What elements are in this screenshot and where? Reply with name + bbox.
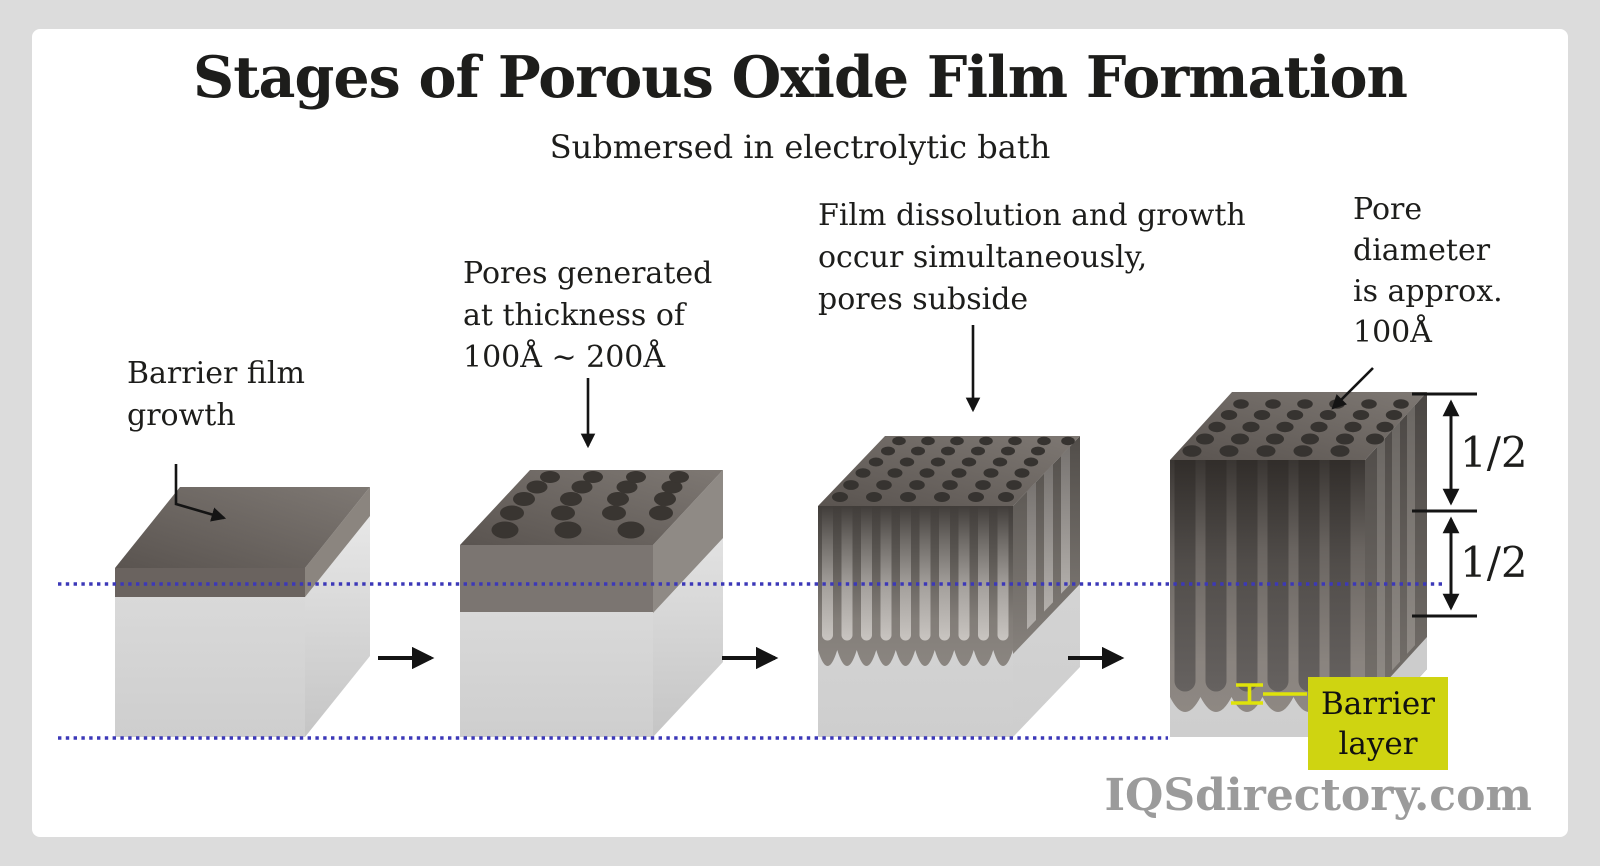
dimension-label-lower: 1/2 xyxy=(1460,538,1528,587)
label-line: growth xyxy=(127,398,236,433)
stage-1-label: Barrier film growth xyxy=(127,353,305,437)
pore-channels xyxy=(1174,460,1351,692)
dimension-bracket xyxy=(1412,392,1477,618)
pore-dots xyxy=(1182,399,1409,457)
stage-block-2 xyxy=(460,470,723,737)
label-line: Barrier xyxy=(1321,686,1435,722)
dimension-label-upper: 1/2 xyxy=(1460,428,1528,477)
watermark: IQSdirectory.com xyxy=(1104,770,1532,821)
label-line: is approx. xyxy=(1353,274,1503,309)
stage-block-4 xyxy=(1170,392,1427,737)
page-title: Stages of Porous Oxide Film Formation xyxy=(193,44,1408,111)
pore-dots xyxy=(832,436,1075,502)
label-arrow-4 xyxy=(1331,367,1374,410)
page-subtitle: Submersed in electrolytic bath xyxy=(549,128,1051,166)
label-line: 100Å ∼ 200Å xyxy=(463,340,666,375)
pore-channels xyxy=(822,506,1009,641)
stage-4-label: Pore diameter is approx. 100Å xyxy=(1353,189,1503,353)
label-line: at thickness of xyxy=(463,298,685,333)
label-line: occur simultaneously, xyxy=(818,240,1148,275)
stage-block-1 xyxy=(115,487,370,737)
stage-3-label: Film dissolution and growth occur simult… xyxy=(818,195,1246,321)
label-line: Film dissolution and growth xyxy=(818,198,1246,233)
side-channels xyxy=(1377,405,1415,687)
pore-dots xyxy=(491,471,689,539)
barrier-layer-callout: Barrier layer xyxy=(1308,677,1448,770)
label-line: Pore xyxy=(1353,192,1423,227)
label-arrows xyxy=(174,325,1374,522)
label-line: layer xyxy=(1338,726,1418,762)
label-arrow-1 xyxy=(174,464,227,522)
stage-block-3 xyxy=(818,436,1080,737)
label-line: 100Å xyxy=(1353,315,1432,350)
label-line: Pores generated xyxy=(463,256,713,291)
stage-2-label: Pores generated at thickness of 100Å ∼ 2… xyxy=(463,253,712,379)
side-channels xyxy=(1027,446,1070,630)
label-line: pores subside xyxy=(818,282,1029,317)
barrier-layer-indicator xyxy=(1231,683,1307,705)
label-line: diameter xyxy=(1353,233,1491,268)
label-line: Barrier film xyxy=(127,356,305,391)
